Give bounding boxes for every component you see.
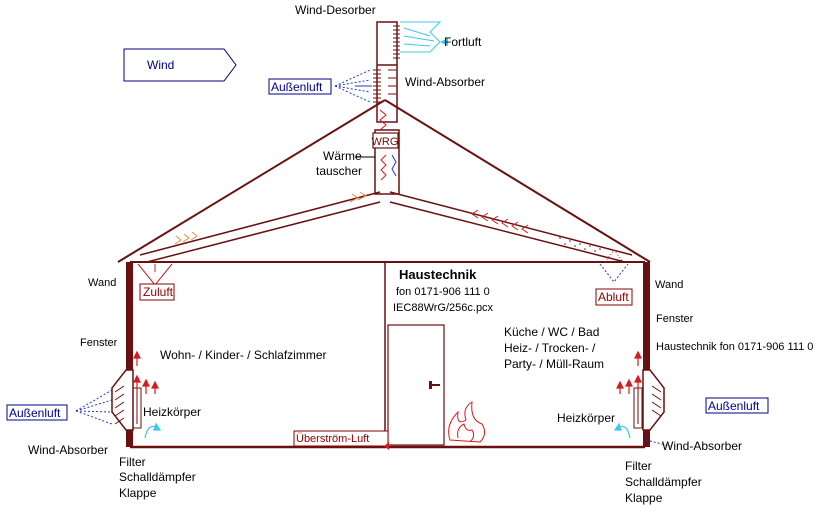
klappe-right-label: Klappe	[625, 491, 663, 505]
ueberstroem-label: Überström-Luft	[296, 433, 369, 445]
waerme-label: Wärme-	[323, 149, 366, 163]
heizkoerper-left-label: Heizkörper	[143, 405, 201, 419]
phone-label: fon 0171-906 111 0	[396, 286, 490, 298]
schalldaempfer-left-label: Schalldämpfer	[119, 470, 196, 484]
aussenluft-right-label: Außenluft	[708, 399, 760, 413]
left-wall	[126, 262, 133, 370]
chimney	[374, 21, 400, 195]
heiz-label: Heiz- / Trocken- /	[504, 341, 596, 355]
right-wall	[643, 262, 650, 370]
zuluft-marker	[137, 263, 175, 301]
filter-left-label: Filter	[119, 455, 146, 469]
filter-right-label: Filter	[625, 459, 652, 473]
wrg-box	[372, 132, 399, 149]
abluft-marker	[595, 249, 633, 306]
file-label: IEC88WrG/256c.pcx	[393, 302, 494, 314]
aussenluft-left-label: Außenluft	[9, 406, 61, 420]
wand-left-label: Wand	[88, 277, 116, 289]
aussenluft-top-arrows	[334, 69, 371, 103]
party-label: Party- / Müll-Raum	[504, 357, 604, 371]
wind-absorber-right-label: Wind-Absorber	[662, 439, 742, 453]
haustechnik-title: Haustechnik	[399, 267, 477, 282]
wand-right-label: Wand	[655, 279, 683, 291]
haustechnik-right-label: Haustechnik fon 0171-906 111 0	[656, 341, 813, 353]
house-structure	[117, 99, 651, 449]
flame-icon	[448, 401, 486, 443]
wind-absorber-top-label: Wind-Absorber	[405, 75, 485, 89]
fortluft-label: Fortluft	[444, 35, 482, 49]
zuluft-label: Zuluft	[143, 285, 174, 299]
schalldaempfer-right-label: Schalldämpfer	[625, 475, 702, 489]
ueberstroem-box	[293, 430, 389, 447]
wohn-label: Wohn- / Kinder- / Schlafzimmer	[160, 348, 327, 362]
fenster-left-label: Fenster	[80, 337, 118, 349]
wind-desorber-label: Wind-Desorber	[295, 3, 376, 17]
wind-absorber-left-label: Wind-Absorber	[28, 443, 108, 457]
tauscher-label: tauscher	[316, 164, 362, 178]
klappe-left-label: Klappe	[119, 486, 157, 500]
wind-label: Wind	[147, 58, 174, 72]
wrg-label: WRG	[372, 136, 399, 148]
kueche-label: Küche / WC / Bad	[504, 325, 599, 339]
heizkoerper-right-label: Heizkörper	[557, 411, 615, 425]
fenster-right-label: Fenster	[656, 313, 694, 325]
aussenluft-top-label: Außenluft	[271, 80, 323, 94]
fortluft-arrows	[400, 21, 442, 53]
abluft-label: Abluft	[598, 290, 629, 304]
wind-arrow	[123, 48, 237, 82]
